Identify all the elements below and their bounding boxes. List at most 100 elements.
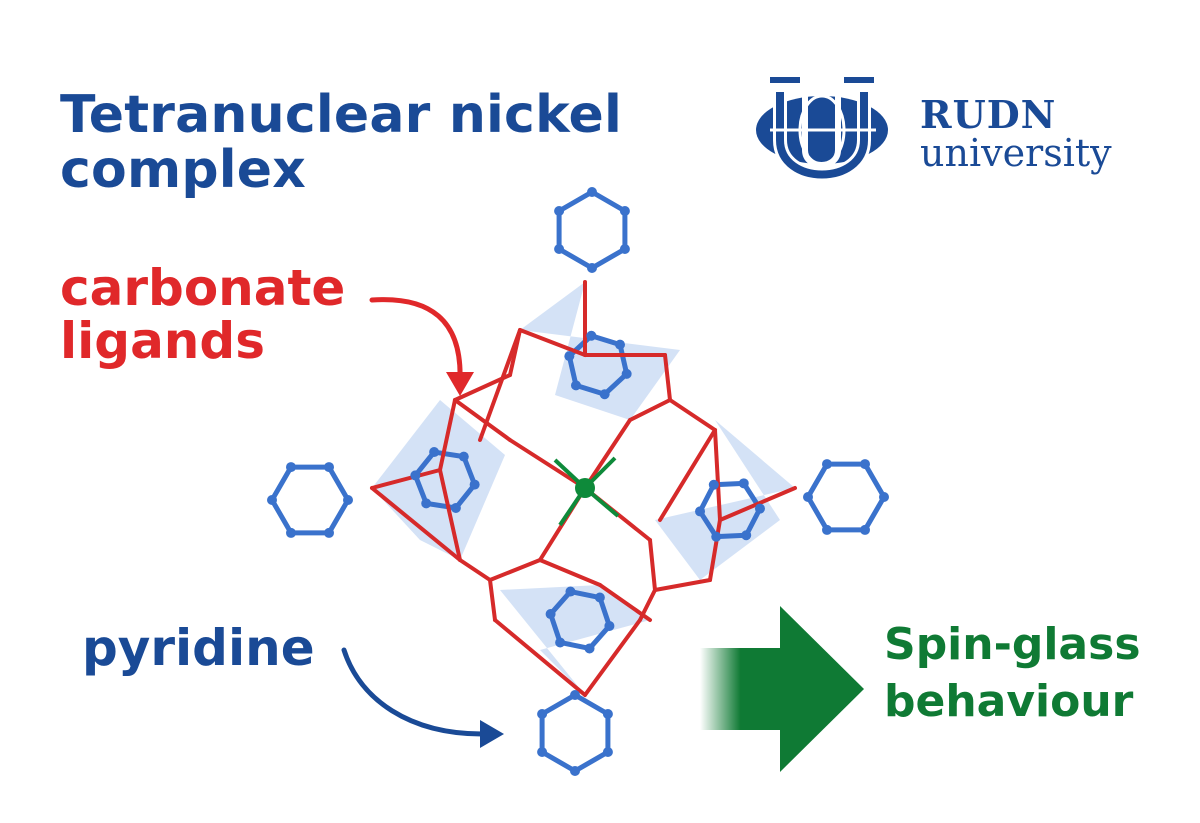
bond-red-7 xyxy=(628,398,672,422)
pyridine-inner-top-atom xyxy=(570,380,581,391)
diagram-title: Tetranuclear nickel complex xyxy=(60,85,622,201)
carbonate-label-line-1: carbonate xyxy=(60,259,346,317)
pyridine-top-bond xyxy=(556,246,595,271)
pyridine-top-atom xyxy=(619,206,630,216)
pyridine-bottom-atom xyxy=(570,766,580,776)
pyridine-right-bond xyxy=(862,494,887,533)
pyridine-bottom-atom xyxy=(570,690,580,700)
bond-red-25 xyxy=(708,518,722,582)
pyridine-inner-right-atom xyxy=(754,503,765,514)
pyridine-inner-left-atom xyxy=(469,479,480,490)
pyridine-inner-bottom-atom xyxy=(584,643,595,654)
pyridine-inner-top-atom xyxy=(599,389,610,400)
pyridine-top-atom xyxy=(554,244,565,254)
pyridine-top-atom xyxy=(587,263,597,273)
pyridine-inner-right-bond xyxy=(713,532,749,540)
pyridine-label: pyridine xyxy=(82,619,315,677)
bond-red-24 xyxy=(653,578,712,592)
rudn-wordmark: RUDN university xyxy=(920,96,1112,174)
pyridine-right-atom xyxy=(860,524,870,535)
bond-red-18 xyxy=(488,578,497,622)
carbonate-label-line-2: ligands xyxy=(60,312,265,370)
bond-red-32 xyxy=(478,328,522,442)
spin-glass-line-1: Spin-glass xyxy=(884,619,1141,670)
pyridine-right-atom xyxy=(822,524,832,535)
polyhedron-3 xyxy=(655,420,795,580)
pyridine-bottom-atom xyxy=(602,747,613,757)
title-line-1: Tetranuclear nickel xyxy=(60,85,622,145)
pyridine-inner-left-atom xyxy=(458,451,469,462)
bond-red-20 xyxy=(583,618,642,697)
bond-red-2 xyxy=(518,328,587,357)
pyridine-left-bond xyxy=(269,497,294,536)
coordination-polyhedra xyxy=(372,282,795,695)
pyridine-right-atom xyxy=(822,459,832,470)
pyridine-bottom-atom xyxy=(602,709,613,719)
pyridine-left-bond xyxy=(269,464,294,503)
bond-red-26 xyxy=(718,486,797,522)
pyridine-bottom-bond xyxy=(572,692,611,717)
atom-set xyxy=(267,187,889,776)
pyridine-bottom-atom xyxy=(537,747,548,757)
pyridine-inner-right-atom xyxy=(741,530,752,541)
bond-red-6 xyxy=(663,353,672,402)
rudn-logo-icon xyxy=(756,77,888,182)
pyridine-inner-bottom-atom xyxy=(594,592,605,603)
bond-red-16 xyxy=(488,558,542,582)
pyridine-right-atom xyxy=(803,492,813,502)
bond-red-13 xyxy=(370,486,462,562)
pyridine-top-atom xyxy=(619,244,630,254)
bond-red-29 xyxy=(658,428,717,522)
pyridine-bottom-bond xyxy=(539,749,578,774)
bond-red-30 xyxy=(538,558,602,587)
pyridine-inner-top-atom xyxy=(621,368,632,379)
pyridine-left-atom xyxy=(286,462,296,473)
pyridine-inner-top-atom xyxy=(564,351,575,362)
pyridine-inner-bottom-atom xyxy=(565,586,576,597)
pyridine-left-atom xyxy=(324,462,334,473)
carbonate-pointer-arrow-icon xyxy=(369,297,474,396)
pyridine-right-bond xyxy=(862,461,887,500)
rudn-wordmark-line-2: university xyxy=(920,131,1112,175)
bond-red-28 xyxy=(668,398,717,432)
pyridine-inner-top-atom xyxy=(615,339,626,350)
pyridine-inner-left-atom xyxy=(450,502,461,513)
pyridine-inner-right-bond xyxy=(697,482,717,514)
bond-red-9 xyxy=(453,398,512,442)
pyridine-inner-right-atom xyxy=(738,478,749,489)
bond-red-11 xyxy=(438,398,457,472)
polyhedron-4 xyxy=(500,585,650,695)
title-line-2: complex xyxy=(60,140,306,201)
pyridine-inner-right-atom xyxy=(711,531,722,542)
pyridine-inner-left-bond xyxy=(431,449,467,460)
pyridine-right-bond xyxy=(805,461,830,500)
central-atom xyxy=(575,478,595,498)
pyridine-right-bond xyxy=(805,494,830,533)
bond-red-27 xyxy=(713,428,722,522)
pyridine-left-atom xyxy=(343,495,353,505)
carbonate-label: carbonate ligands xyxy=(60,262,345,368)
pyridine-left-bond xyxy=(326,497,351,536)
pyridine-top-atom xyxy=(554,206,565,216)
spin-glass-label: Spin-glass behaviour xyxy=(884,616,1141,730)
pyridine-top-bond xyxy=(589,246,628,271)
bond-red-15 xyxy=(458,558,492,582)
pyridine-inner-right-atom xyxy=(695,506,706,517)
pyridine-inner-left-atom xyxy=(410,470,421,481)
bond-red-12 xyxy=(370,468,442,490)
pyridine-inner-right-atom xyxy=(708,479,719,490)
bond-red-22 xyxy=(648,538,657,592)
pyridine-inner-top-atom xyxy=(586,330,597,341)
pyridine-right-atom xyxy=(879,492,889,502)
pyridine-pointer-arrow-icon xyxy=(341,647,504,748)
result-arrow-icon xyxy=(700,606,864,772)
pyridine-inner-bottom-atom xyxy=(555,637,566,648)
bond-red-14 xyxy=(438,468,462,562)
bond-red-19 xyxy=(493,618,587,697)
polyhedron-1 xyxy=(520,282,680,420)
pyridine-left-atom xyxy=(267,495,277,505)
pyridine-bottom-atom xyxy=(537,709,548,719)
pyridine-top-atom xyxy=(587,187,597,197)
bond-red-10 xyxy=(508,438,587,490)
